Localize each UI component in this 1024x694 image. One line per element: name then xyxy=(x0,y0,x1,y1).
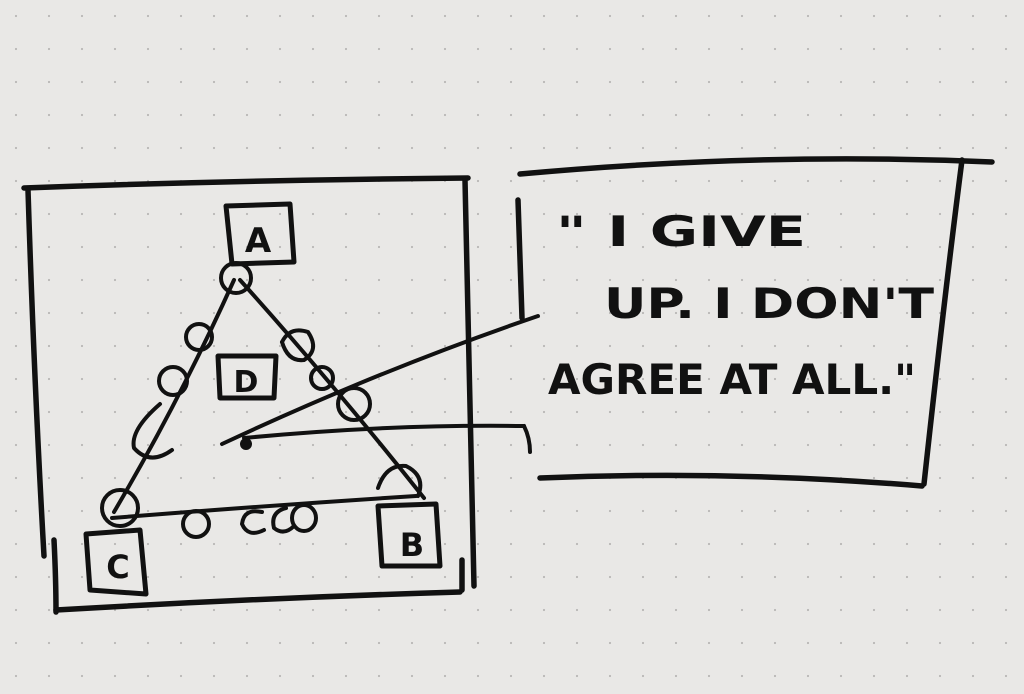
quote-line-1: " I GIVE xyxy=(556,207,806,256)
node-label-c: C xyxy=(106,548,129,586)
quote-line-2: UP. I DON'T xyxy=(604,279,934,328)
node-box-c: C xyxy=(83,527,149,597)
connector-to-quote xyxy=(220,314,540,454)
left-panel-frame xyxy=(21,175,477,615)
node-label-a: A xyxy=(245,221,272,261)
quote-line-3: AGREE AT ALL." xyxy=(548,355,916,404)
d-point-dot xyxy=(240,438,252,450)
edge-circles xyxy=(100,261,423,539)
quote-box-frame xyxy=(515,156,995,489)
node-box-a: A xyxy=(223,201,297,267)
node-box-b: B xyxy=(375,501,443,569)
node-label-b: B xyxy=(400,526,424,564)
node-label-d: D xyxy=(234,365,259,400)
quote-text: " I GIVE UP. I DON'T AGREE AT ALL." xyxy=(548,207,934,404)
node-box-d: D xyxy=(215,353,279,401)
